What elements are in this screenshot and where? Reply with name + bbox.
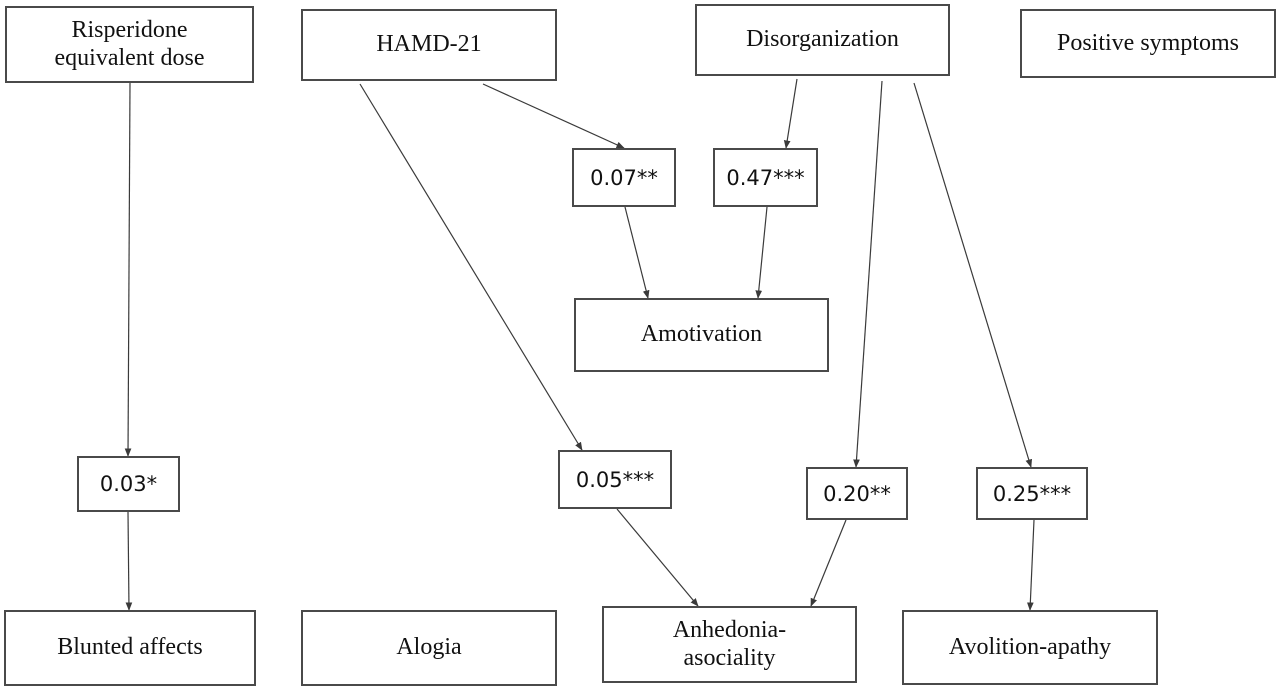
coef-disorg-avolition: 0.25*** — [976, 467, 1088, 520]
coef-risperidone-blunted: 0.03* — [77, 456, 180, 512]
coef-hamd-amotivation: 0.07** — [572, 148, 676, 207]
arrow-hamd-to-coef-anhedonia — [359, 83, 583, 451]
arrow-coef-to-anhedonia-left — [616, 508, 699, 607]
arrow-risperidone-to-coef — [124, 82, 132, 457]
arrow-coef-to-amotivation-right — [755, 206, 768, 299]
arrow-disorg-to-coef-anhedonia — [853, 80, 883, 468]
node-anhedonia-asociality: Anhedonia- asociality — [602, 606, 857, 683]
arrow-hamd-to-coef-amotivation — [482, 83, 625, 149]
arrow-coef-to-anhedonia-right — [810, 519, 847, 607]
node-amotivation: Amotivation — [574, 298, 829, 372]
node-risperidone-dose: Risperidone equivalent dose — [5, 6, 254, 83]
node-hamd-21: HAMD-21 — [301, 9, 557, 81]
arrow-disorg-to-coef-amotivation — [783, 78, 798, 149]
arrow-coef-to-blunted — [125, 511, 133, 611]
arrow-coef-to-avolition — [1026, 519, 1035, 611]
coef-disorg-amotivation: 0.47*** — [713, 148, 818, 207]
node-alogia: Alogia — [301, 610, 557, 686]
node-blunted-affects: Blunted affects — [4, 610, 256, 686]
coef-disorg-anhedonia: 0.20** — [806, 467, 908, 520]
node-disorganization: Disorganization — [695, 4, 950, 76]
arrow-disorg-to-coef-avolition — [913, 82, 1033, 468]
node-positive-symptoms: Positive symptoms — [1020, 9, 1276, 78]
node-avolition-apathy: Avolition-apathy — [902, 610, 1158, 685]
coef-hamd-anhedonia: 0.05*** — [558, 450, 672, 509]
arrow-coef-to-amotivation-left — [624, 206, 650, 299]
